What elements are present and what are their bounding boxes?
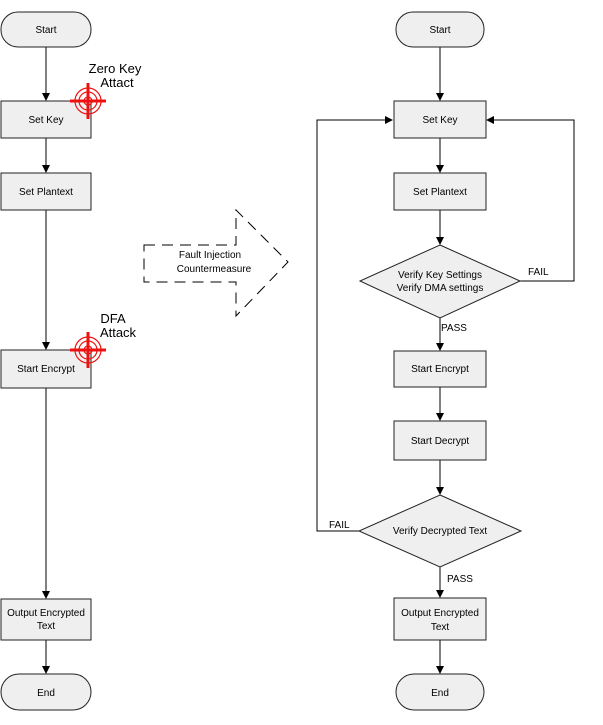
right-start-decrypt-box (393, 420, 487, 461)
right-set-plaintext-box (393, 172, 487, 211)
dfa-attack-label-line2: Attack (100, 325, 137, 340)
right-pass-label-1: PASS (441, 323, 467, 334)
right-start-decrypt-label: Start Decrypt (411, 436, 470, 447)
left-start-terminal (0, 11, 92, 48)
zero-key-attack-marker: Zero Key Attact (70, 61, 142, 119)
countermeasure-label-line2: Countermeasure (177, 264, 252, 275)
right-fail-loop-decrypted (316, 116, 393, 532)
right-output-label-line1: Output Encrypted (401, 608, 479, 619)
left-start-encrypt-label: Start Encrypt (17, 364, 75, 375)
left-set-plaintext-label: Set Plantext (19, 187, 73, 198)
right-set-plaintext-label: Set Plantext (413, 187, 467, 198)
right-set-key-label: Set Key (422, 115, 457, 126)
left-output-label-line1: Output Encrypted (7, 608, 85, 619)
crosshair-target-icon (70, 83, 106, 119)
left-output-label-line2: Text (37, 621, 56, 632)
right-output-box (393, 597, 487, 641)
right-output-label-line2: Text (431, 622, 450, 633)
right-verify-settings-line1: Verify Key Settings (398, 270, 482, 281)
left-output-box (0, 598, 92, 641)
right-start-label: Start (429, 25, 450, 36)
right-verify-settings-diamond (358, 244, 522, 319)
right-end-label: End (431, 688, 449, 699)
dfa-attack-label-line1: DFA (100, 311, 126, 326)
right-start-terminal (395, 11, 485, 48)
right-end-terminal (395, 673, 485, 711)
right-start-encrypt-label: Start Encrypt (411, 364, 469, 375)
right-verify-decrypted-label: Verify Decrypted Text (393, 526, 488, 537)
right-fail-label-2: FAIL (329, 520, 350, 531)
dfa-attack-marker: DFA Attack (70, 311, 137, 368)
left-start-label: Start (35, 25, 56, 36)
right-fail-loop-keysettings (486, 116, 575, 282)
right-set-key-box (393, 100, 487, 139)
right-fail-label-1: FAIL (528, 267, 549, 278)
left-set-key-label: Set Key (28, 115, 63, 126)
countermeasure-arrow: Fault Injection Countermeasure (143, 208, 289, 318)
left-end-label: End (37, 688, 55, 699)
left-flow: Start Set Key Set Plantext Start Encrypt… (0, 11, 92, 711)
right-flow: Start Set Key Set Plantext Verify Key Se… (316, 11, 575, 711)
left-set-plaintext-box (0, 172, 92, 211)
right-verify-settings-line2: Verify DMA settings (397, 283, 484, 294)
zero-key-attack-label-line2: Attact (100, 75, 134, 90)
zero-key-attack-label-line1: Zero Key (89, 61, 142, 76)
right-pass-label-2: PASS (447, 574, 473, 585)
right-verify-decrypted-diamond (357, 494, 523, 568)
left-end-terminal (0, 673, 92, 711)
crosshair-target-icon (70, 332, 106, 368)
right-start-encrypt-box (393, 350, 487, 388)
countermeasure-label-line1: Fault Injection (179, 250, 241, 261)
countermeasure-dashed-arrow (143, 208, 289, 318)
